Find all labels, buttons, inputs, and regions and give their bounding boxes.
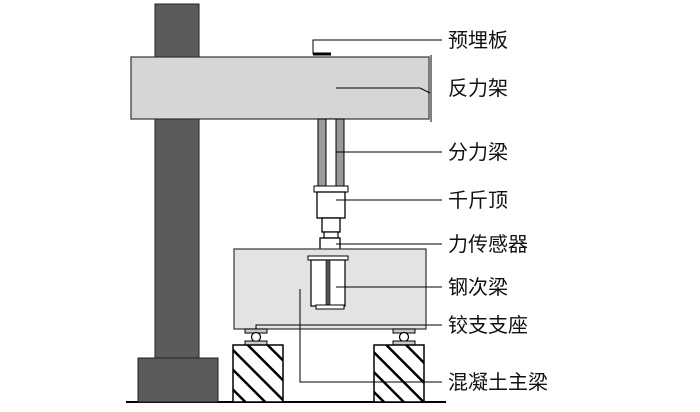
hydraulic-jack — [316, 191, 346, 233]
label-force-sensor: 力传感器 — [448, 232, 528, 256]
label-reaction-frame: 反力架 — [448, 76, 508, 100]
pedestal-left — [232, 344, 284, 403]
label-distribution-beam: 分力梁 — [448, 140, 508, 164]
distribution-beam — [313, 118, 349, 194]
hinge-support-left — [244, 328, 268, 346]
label-concrete-main-beam: 混凝土主梁 — [448, 370, 548, 394]
leader-lines — [255, 39, 442, 383]
label-embedded-plate: 预埋板 — [448, 28, 508, 52]
label-steel-secondary-beam: 钢次梁 — [448, 275, 508, 299]
column-base — [137, 357, 219, 403]
label-hinge-support: 铰支支座 — [448, 313, 528, 337]
label-jack: 千斤顶 — [448, 188, 508, 212]
steel-secondary-beam — [307, 255, 349, 310]
hinge-support-right — [392, 328, 416, 346]
pedestal-right — [373, 344, 425, 403]
